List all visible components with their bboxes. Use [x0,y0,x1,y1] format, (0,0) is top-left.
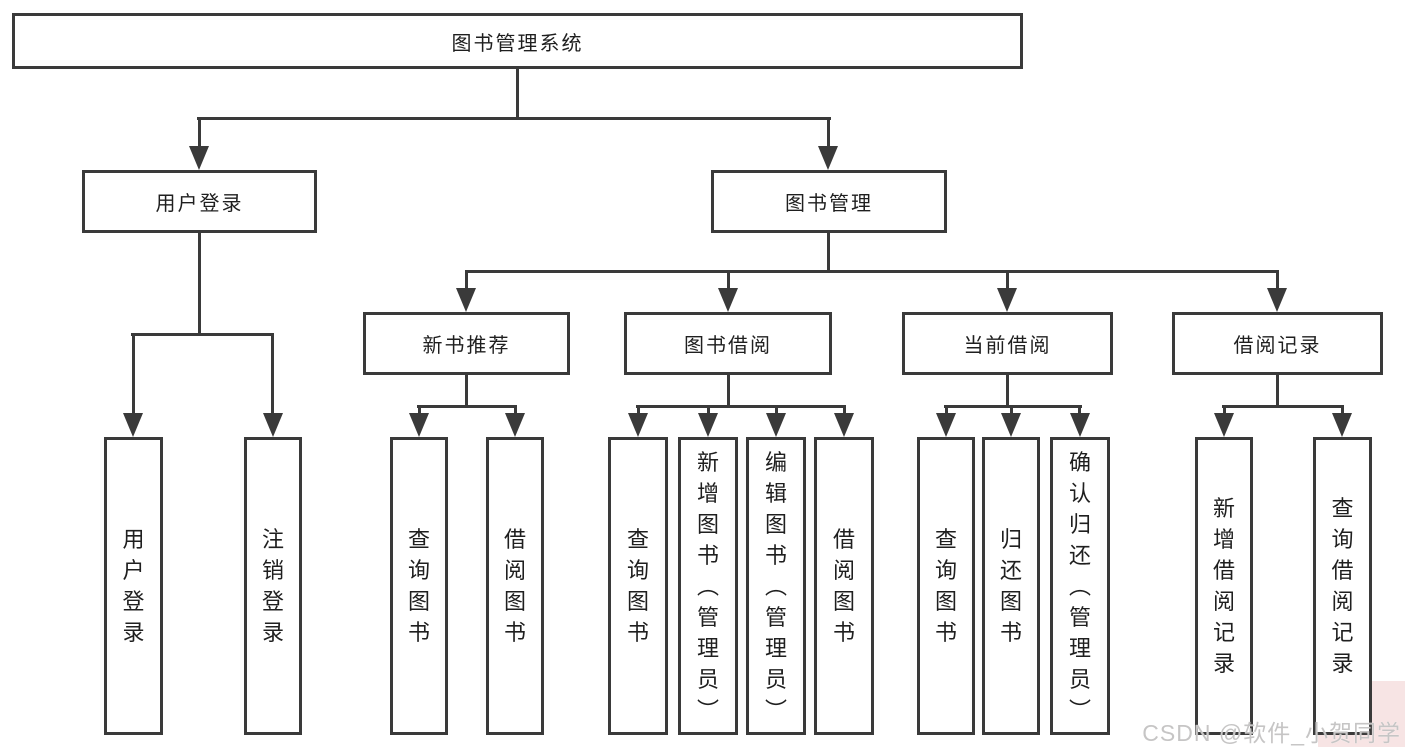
connector-stem [727,375,730,408]
arrowhead-down [123,413,143,437]
arrowhead-down [834,413,854,437]
node-user-login: 用户登录 [82,170,317,233]
connector-branch [636,405,846,408]
leaf-confirm-return-admin: 确认归还︵管理员︶ [1050,437,1110,735]
connector-drop-leaf [1223,405,1226,419]
connector-drop-leaf [271,333,274,415]
connector-drop-leaf [418,405,421,419]
leaf-add-books-admin: 新增图书︵管理员︶ [678,437,738,735]
node-new-book-recommendation-label: 新书推荐 [422,335,511,357]
connector-drop-book-management [827,117,830,149]
node-book-management-label: 图书管理 [785,193,873,215]
connector-drop-leaf [945,405,948,419]
connector-drop-leaf [1010,405,1013,419]
node-root-label: 图书管理系统 [451,32,584,55]
node-book-borrowing: 图书借阅 [624,312,832,375]
arrowhead-down [1001,413,1021,437]
node-root: 图书管理系统 [12,13,1023,69]
connector-drop-leaf [1078,405,1081,419]
leaf-query-books-recommend: 查询图书 [390,437,448,735]
leaf-query-borrow-record: 查询借阅记录 [1313,437,1372,735]
connector-drop-leaf [514,405,517,419]
arrowhead-down [1214,413,1234,437]
connector-branch [1222,405,1344,408]
node-current-borrowing-label: 当前借阅 [963,335,1052,357]
node-borrowing-records-label: 借阅记录 [1233,335,1322,357]
arrowhead-down [409,413,429,437]
leaf-edit-books-admin: 编辑图书︵管理员︶ [746,437,806,735]
connector-drop-leaf [132,333,135,415]
connector-drop-user-login [198,117,201,149]
connector-drop-current-borrow [1006,270,1009,292]
arrowhead-down [718,288,738,312]
arrowhead-down [1267,288,1287,312]
connector-drop-new-book [465,270,468,292]
arrowhead-down [505,413,525,437]
node-user-login-label: 用户登录 [155,193,244,215]
arrowhead-down [997,288,1017,312]
connector-root-stem [516,67,519,119]
leaf-borrow-books-recommend: 借阅图书 [486,437,544,735]
connector-drop-leaf [707,405,710,419]
leaf-add-borrow-record: 新增借阅记录 [1195,437,1253,735]
connector-drop-borrow-records [1276,270,1279,292]
connector-branch [944,405,1082,408]
connector-book-management-stem [827,233,830,273]
connector-stem [1276,375,1279,408]
connector-user-login-branch [131,333,274,336]
connector-drop-leaf [637,405,640,419]
leaf-user-login: 用户登录 [104,437,163,735]
arrowhead-down [766,413,786,437]
connector-stem [465,375,468,408]
watermark: CSDN @软件_小贺同学 [1142,720,1401,746]
connector-branch [417,405,517,408]
leaf-query-books-current: 查询图书 [917,437,975,735]
arrowhead-down [1332,413,1352,437]
connector-stem [1006,375,1009,408]
leaf-return-books: 归还图书 [982,437,1040,735]
arrowhead-down [628,413,648,437]
node-borrowing-records: 借阅记录 [1172,312,1383,375]
connector-book-management-branch [465,270,1279,273]
arrowhead-down [698,413,718,437]
node-book-management: 图书管理 [711,170,947,233]
arrowhead-down [936,413,956,437]
leaf-logout: 注销登录 [244,437,302,735]
node-new-book-recommendation: 新书推荐 [363,312,570,375]
node-current-borrowing: 当前借阅 [902,312,1113,375]
connector-drop-book-borrow [727,270,730,292]
connector-root-branch [197,117,831,120]
arrowhead-down [1070,413,1090,437]
arrowhead-down [189,146,209,170]
leaf-query-books-borrowing: 查询图书 [608,437,668,735]
leaf-borrow-books-borrowing: 借阅图书 [814,437,874,735]
connector-drop-leaf [1341,405,1344,419]
connector-user-login-stem [198,233,201,336]
arrowhead-down [456,288,476,312]
connector-drop-leaf [775,405,778,419]
arrowhead-down [263,413,283,437]
arrowhead-down [818,146,838,170]
connector-drop-leaf [843,405,846,419]
node-book-borrowing-label: 图书借阅 [684,335,772,357]
